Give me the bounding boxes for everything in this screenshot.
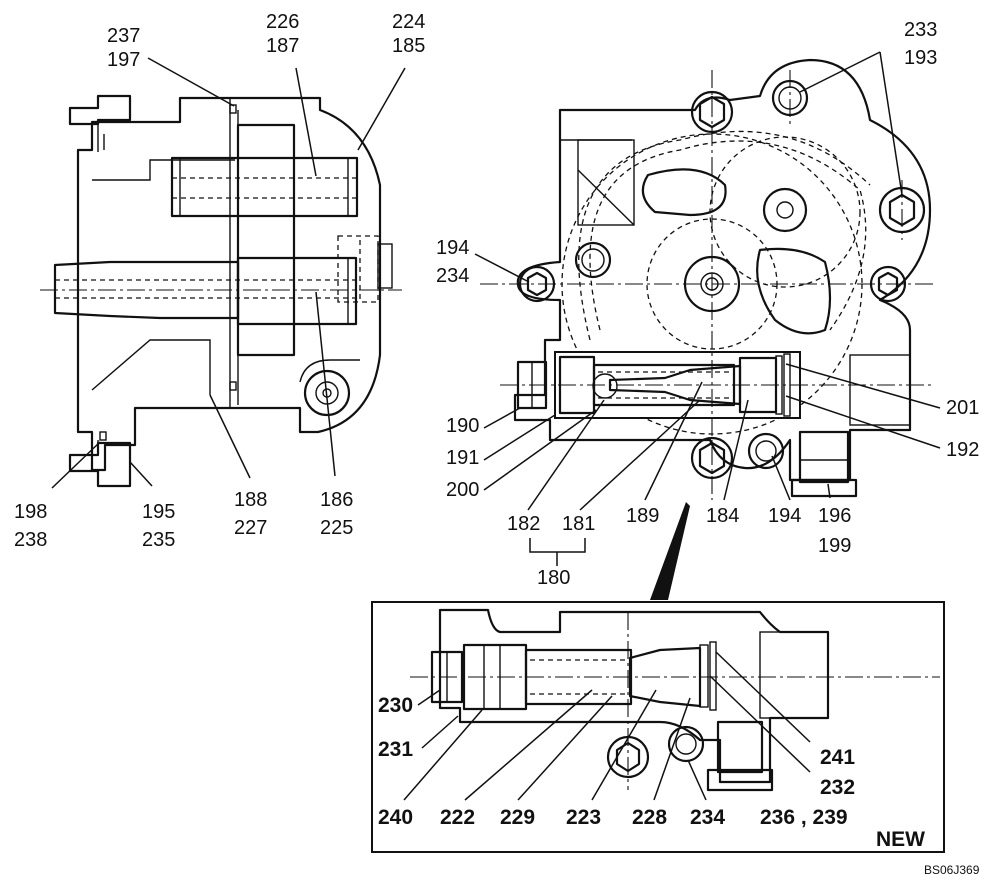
label-188: 188 (234, 489, 267, 511)
inset-labels: 230 231 240 222 229 223 228 234 236 , 23… (378, 694, 925, 851)
label-223: 223 (566, 806, 601, 829)
label-230: 230 (378, 694, 413, 717)
label-237: 237 (107, 25, 140, 47)
label-199: 199 (818, 535, 851, 557)
label-184: 184 (706, 505, 739, 527)
label-194-b: 194 (768, 505, 801, 527)
label-191: 191 (446, 447, 479, 469)
label-198: 198 (14, 501, 47, 523)
label-197: 197 (107, 49, 140, 71)
plug-left (574, 241, 612, 279)
label-231: 231 (378, 738, 413, 761)
plug-194-bottom (747, 432, 785, 470)
label-240: 240 (378, 806, 413, 829)
label-234-a: 234 (436, 265, 469, 287)
label-241: 241 (820, 746, 855, 769)
label-186: 186 (320, 489, 353, 511)
label-182-a: 182 (507, 513, 540, 535)
label-234: 234 (690, 806, 725, 829)
new-badge: NEW (876, 828, 925, 851)
label-226: 226 (266, 11, 299, 33)
leader-lines (51, 51, 941, 801)
left-view-labels: 237 197 226 187 224 185 198 238 195 235 … (14, 11, 425, 551)
label-222: 222 (440, 806, 475, 829)
label-229: 229 (500, 806, 535, 829)
label-196: 196 (818, 505, 851, 527)
label-235: 235 (142, 529, 175, 551)
pump-front-view (480, 58, 935, 500)
detail-pointer-icon (650, 502, 690, 600)
pump-side-view (40, 94, 402, 488)
label-194-a: 194 (436, 237, 469, 259)
label-238: 238 (14, 529, 47, 551)
label-232: 232 (820, 776, 855, 799)
label-180: 180 (537, 567, 570, 589)
drawing-code: BS06J369 (924, 863, 980, 877)
label-187: 187 (266, 35, 299, 57)
label-224: 224 (392, 11, 425, 33)
label-189: 189 (626, 505, 659, 527)
label-195: 195 (142, 501, 175, 523)
label-181-a: 181 (562, 513, 595, 535)
label-192: 192 (946, 439, 979, 461)
label-190: 190 (446, 415, 479, 437)
label-201: 201 (946, 397, 979, 419)
label-185: 185 (392, 35, 425, 57)
label-225: 225 (320, 517, 353, 539)
right-view-labels: 233 193 194 234 190 191 200 182 181 189 … (436, 19, 979, 589)
label-193: 193 (904, 47, 937, 69)
label-228: 228 (632, 806, 667, 829)
label-200: 200 (446, 479, 479, 501)
label-227: 227 (234, 517, 267, 539)
label-236-239: 236 , 239 (760, 806, 848, 829)
label-233: 233 (904, 19, 937, 41)
